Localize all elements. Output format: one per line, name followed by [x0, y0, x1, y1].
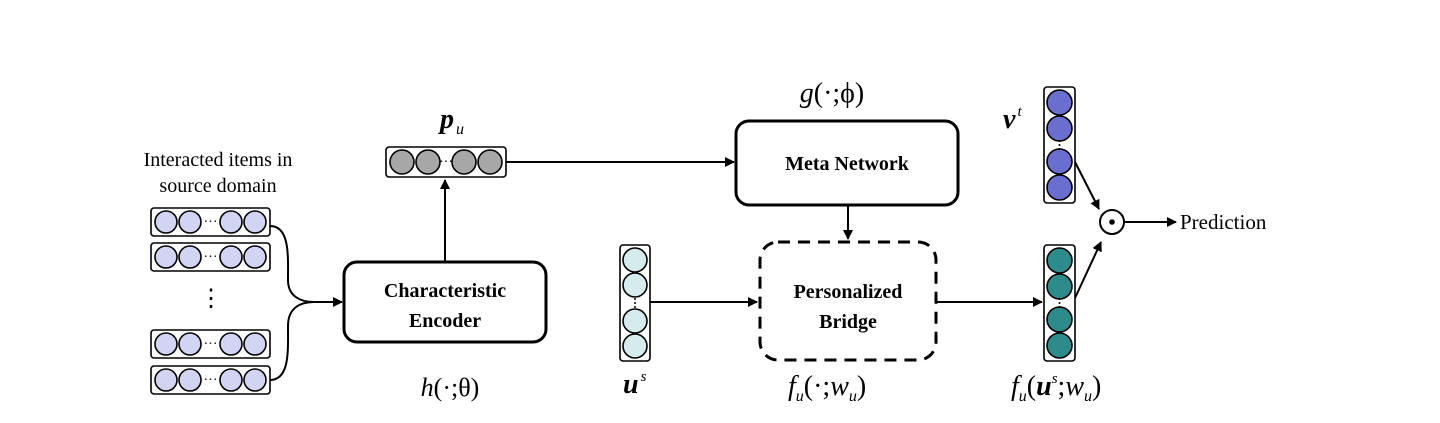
meta-func-label: g(·;ϕ): [800, 78, 865, 109]
vt-node: [1046, 174, 1073, 201]
source-item-vector-node: [243, 210, 267, 234]
source-item-vector-node: [178, 332, 202, 356]
vt-dot: [1058, 144, 1061, 146]
source-item-vector-dots: ···: [204, 373, 218, 388]
source-item-vector-node: [243, 368, 267, 392]
source-item-vector-node: [219, 332, 243, 356]
vt-dot: [1058, 140, 1061, 142]
source-item-vector-dots: ···: [204, 250, 218, 265]
source-vertical-dots: ⋮: [199, 286, 223, 312]
vt-node: [1046, 148, 1073, 175]
pu-node: [389, 149, 415, 175]
output-func-label: fu(us;wu): [1011, 371, 1101, 405]
vt-node: [1046, 89, 1073, 116]
us-node: [622, 308, 648, 334]
source-item-vector-dots: ···: [204, 337, 218, 352]
brace-lower: [269, 301, 315, 381]
us-dot: [634, 306, 636, 308]
us-vector: [619, 244, 651, 362]
vt-vector: [1043, 86, 1076, 204]
us-dot: [634, 302, 636, 304]
us-node: [622, 272, 648, 298]
source-item-vector-node: [219, 245, 243, 269]
pu-node: [477, 149, 503, 175]
meta-network-label: Meta Network: [785, 153, 910, 175]
output-node: [1046, 306, 1073, 333]
source-item-vector-dots: ···: [204, 215, 218, 230]
output-dot: [1058, 306, 1061, 308]
arrow-vt-to-product: [1074, 161, 1100, 210]
source-item-vector-node: [219, 368, 243, 392]
bridge-func-label: fu(·;wu): [788, 371, 866, 405]
output-vector: [1043, 244, 1076, 362]
source-label-line1: Interacted items in: [144, 149, 293, 171]
encoder-func-label: h(·;θ): [421, 373, 480, 402]
output-node: [1046, 273, 1073, 300]
output-node: [1046, 332, 1073, 359]
pu-node: [415, 149, 441, 175]
pu-node: [451, 149, 477, 175]
source-item-vector-node: [178, 368, 202, 392]
product-dot-icon: [1109, 219, 1115, 225]
source-label-line2: source domain: [159, 175, 276, 197]
source-item-vector-node: [178, 245, 202, 269]
us-node: [622, 247, 648, 273]
output-node: [1046, 247, 1073, 274]
bridge-label-line1: Personalized: [794, 281, 903, 303]
source-item-vector-node: [154, 245, 178, 269]
output-dot: [1058, 298, 1061, 300]
encoder-label-line2: Encoder: [409, 310, 481, 332]
source-item-vector-node: [243, 245, 267, 269]
source-item-vector-node: [154, 332, 178, 356]
source-item-rows: ··· ··· ··· ···: [150, 207, 271, 395]
source-item-vector-node: [154, 368, 178, 392]
encoder-label-line1: Characteristic: [384, 280, 506, 302]
vt-dot: [1058, 148, 1061, 150]
pu-vector: ···: [385, 146, 507, 178]
brace-upper: [269, 225, 315, 303]
source-item-vector-node: [178, 210, 202, 234]
pu-dots: ···: [439, 155, 453, 170]
source-item-vector-node: [243, 332, 267, 356]
bridge-label-line2: Bridge: [819, 311, 877, 333]
output-dot: [1058, 302, 1061, 304]
vt-node: [1046, 115, 1073, 142]
us-dot: [634, 298, 636, 300]
source-item-vector-node: [219, 210, 243, 234]
source-item-vector-node: [154, 210, 178, 234]
us-node: [622, 333, 648, 359]
prediction-label: Prediction: [1180, 210, 1267, 234]
arrow-output-to-product: [1074, 241, 1102, 299]
